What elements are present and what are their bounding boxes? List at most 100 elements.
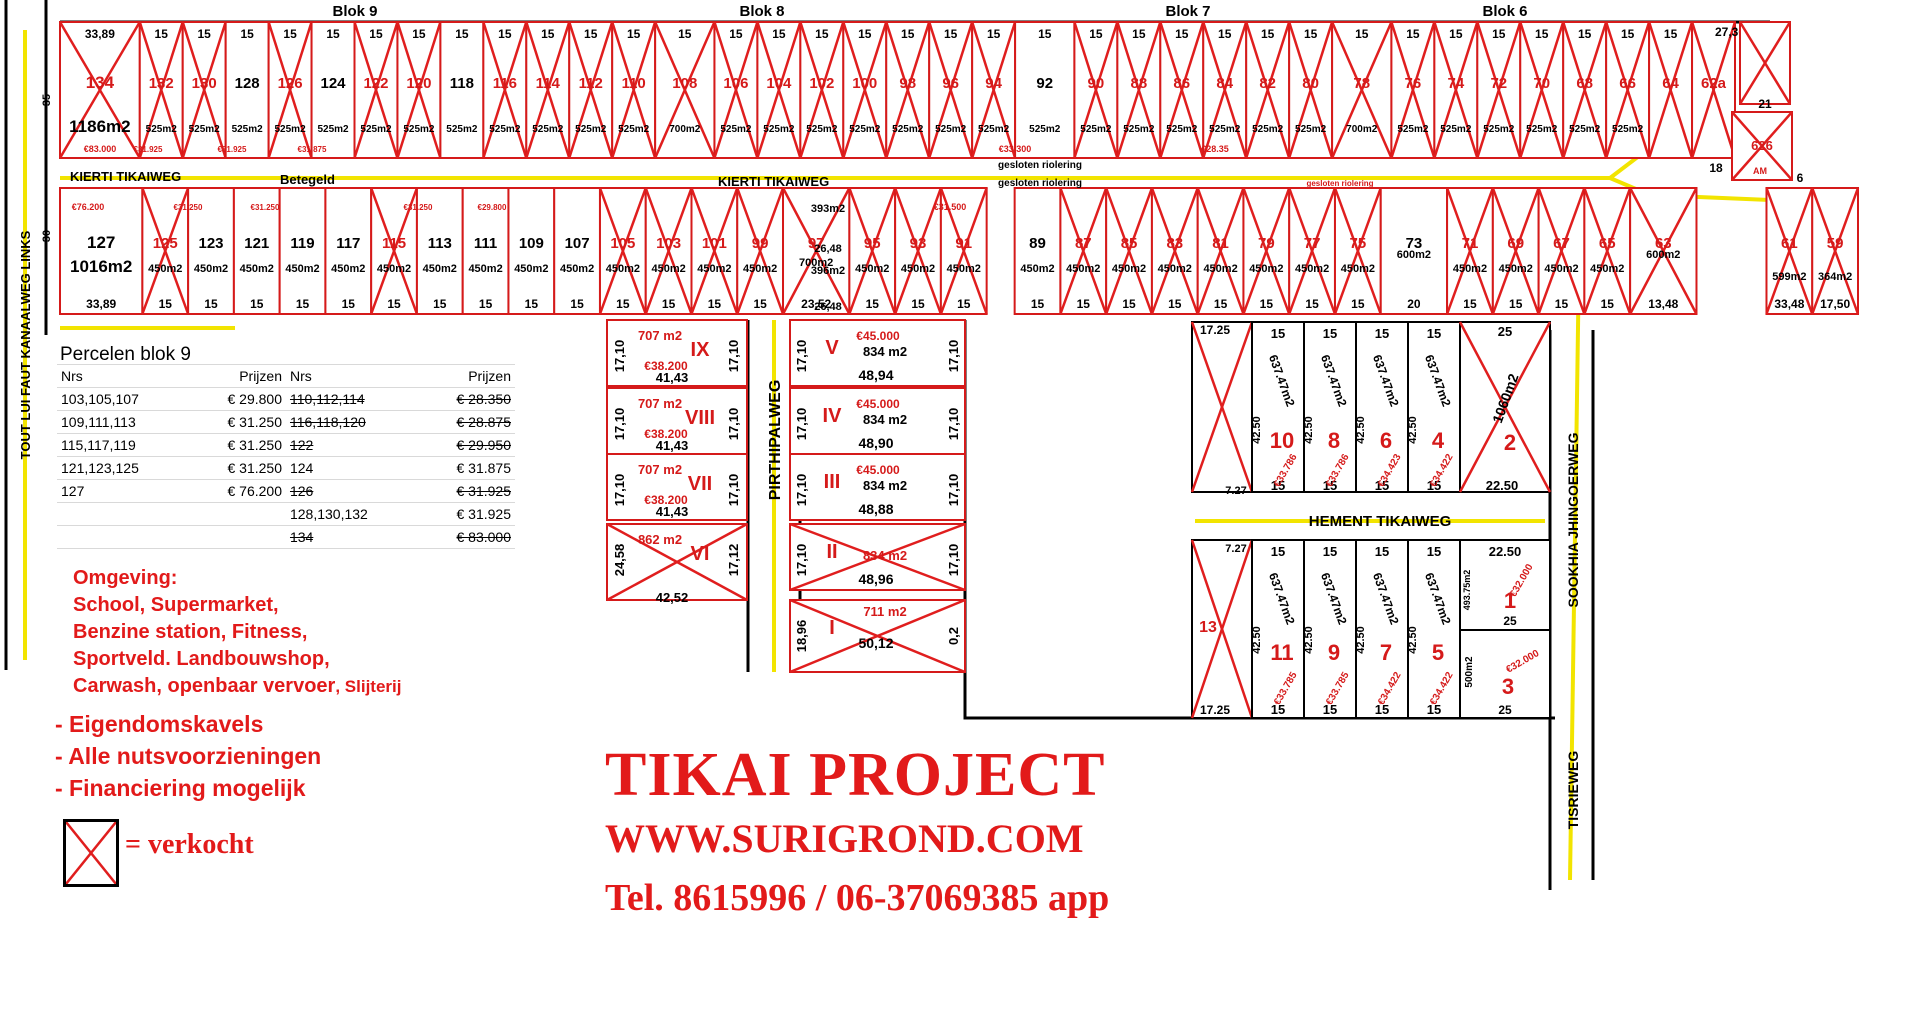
sold-cross (885, 21, 931, 159)
lot-118 (439, 21, 485, 159)
lot-number: 100 (852, 75, 877, 92)
lot-price: €31.250 (251, 203, 280, 212)
lot-area: 525m2 (892, 124, 924, 135)
lot-dim: 15 (1031, 297, 1045, 311)
road-label: SOOKHIA JHINGOERWEG (1565, 432, 1581, 607)
lot-dim: 15 (1271, 326, 1285, 341)
lot-117 (324, 187, 373, 315)
lot-dim: 15 (541, 27, 555, 41)
sold-cross (781, 187, 851, 315)
lot-dim: 42.50 (1251, 626, 1263, 654)
lot-number: 79 (1258, 235, 1275, 252)
lot-10 (1251, 321, 1305, 493)
lot-dim: 15 (1664, 27, 1678, 41)
lot-number: 128 (235, 75, 260, 92)
lot-number: 123 (198, 235, 223, 252)
lot-113 (415, 187, 464, 315)
lot-number: 78 (1353, 75, 1370, 92)
lot-number: 96 (942, 75, 959, 92)
lot-dim: 15 (1323, 544, 1337, 559)
lot-area: 450m2 (1341, 263, 1375, 275)
lot-dim: 15 (1214, 297, 1228, 311)
lot-dim: 15 (1260, 297, 1274, 311)
sold-cross (525, 21, 571, 159)
lot-price: €38.200 (644, 493, 688, 507)
brand-website-link[interactable]: WWW.SURIGROND.COM (605, 816, 1084, 861)
table-cell: 126 (285, 479, 419, 503)
lot-IX (606, 319, 748, 387)
lot-number: 124 (321, 75, 347, 92)
lot-area: 525m2 (935, 124, 967, 135)
lot-area: 450m2 (377, 263, 411, 275)
sold-cross (1765, 187, 1814, 315)
lot-area: 21 (1758, 97, 1772, 111)
lot-area: 711 m2 (863, 604, 906, 619)
lot-number: 13 (1199, 619, 1217, 636)
sold-cross-icon (63, 819, 119, 887)
lot-dim: 15 (525, 297, 539, 311)
lot-dim: 6 (1797, 171, 1804, 185)
lot-89 (1013, 187, 1062, 315)
sold-cross (1159, 21, 1205, 159)
table-cell: € 28.350 (418, 387, 515, 411)
lot-dim: 15 (198, 27, 212, 41)
lot-dim: 17,10 (726, 474, 741, 507)
table-cell: 103,105,107 (57, 387, 190, 411)
lot-number: 11 (1270, 640, 1293, 665)
lot-number: 626 (1751, 138, 1773, 153)
table-cell: 121,123,125 (57, 456, 190, 480)
lot-dim: 15 (1271, 478, 1285, 493)
lot-dim: 15 (1535, 27, 1549, 41)
lot-area: 450m2 (468, 263, 502, 275)
lot-number: IV (823, 405, 843, 427)
lot-dim: 15 (1218, 27, 1232, 41)
lot-dim: 15 (815, 27, 829, 41)
lot-6 (1355, 321, 1409, 493)
lot-number: 102 (809, 75, 834, 92)
sold-cross (1537, 187, 1586, 315)
lot-number: 91 (955, 235, 972, 252)
sold-cross (267, 21, 313, 159)
lot-area: 450m2 (743, 263, 777, 275)
lot-number: 101 (702, 235, 727, 252)
lot-area: 500m2 (1464, 656, 1475, 688)
lot-area: 525m2 (1080, 124, 1112, 135)
lot-area: 525m2 (849, 124, 881, 135)
lot-area: 450m2 (1158, 263, 1192, 275)
sold-cross (928, 21, 974, 159)
lot-dim: 15 (204, 297, 218, 311)
table-row: 134€ 83.000 (57, 525, 515, 549)
lot-area: 525m2 (978, 124, 1010, 135)
lot-dim: 42,52 (656, 590, 689, 605)
lot-dim: 17,10 (794, 474, 809, 507)
lot-number: 98 (899, 75, 916, 92)
lot-dim: 42.50 (1407, 626, 1419, 654)
lots-bottom-row: 12733,891016m212515450m212315450m2121154… (59, 21, 1860, 315)
lot-dim: 0,2 (946, 627, 961, 645)
sold-cross (756, 21, 802, 159)
sold-cross (138, 21, 184, 159)
table-cell: € 31.250 (189, 456, 286, 480)
sold-cross (1190, 539, 1254, 719)
sold-cross (736, 187, 785, 315)
lot-dim: 15 (498, 27, 512, 41)
table-cell (189, 525, 286, 549)
road-label: KIERTI TIKAIWEG (718, 174, 829, 189)
lot-number: 59 (1827, 235, 1844, 252)
lot-number: 130 (192, 75, 217, 92)
lot-number: 72 (1490, 75, 1507, 92)
lot-number: 108 (672, 75, 697, 92)
lot-dim: 48,94 (858, 367, 893, 383)
lot-dim: 15 (1038, 27, 1052, 41)
lot-dim: 41,43 (656, 370, 689, 385)
lot-number: 66 (1619, 75, 1636, 92)
table-cell: € 29.950 (418, 433, 515, 457)
lot-number: 73 (1406, 235, 1423, 252)
sold-cross (1604, 21, 1651, 159)
lot-number: 83 (1166, 235, 1183, 252)
lot-area: 834 m2 (863, 344, 907, 359)
table-cell (57, 502, 190, 526)
sold-cross (482, 21, 528, 159)
